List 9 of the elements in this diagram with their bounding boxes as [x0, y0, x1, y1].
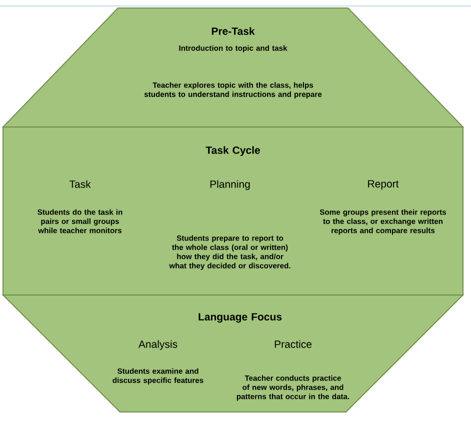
- band-heading: Language Focus: [198, 313, 282, 323]
- column-heading: Report: [368, 180, 399, 190]
- band-heading: Task Cycle: [206, 146, 260, 156]
- band-heading: Pre-Task: [212, 27, 255, 35]
- column-heading: Planning: [210, 180, 250, 190]
- column-heading: Analysis: [138, 340, 178, 350]
- column-heading: Task: [69, 180, 91, 188]
- column-heading: Practice: [274, 340, 312, 348]
- octagon-band: [2, 126, 464, 296]
